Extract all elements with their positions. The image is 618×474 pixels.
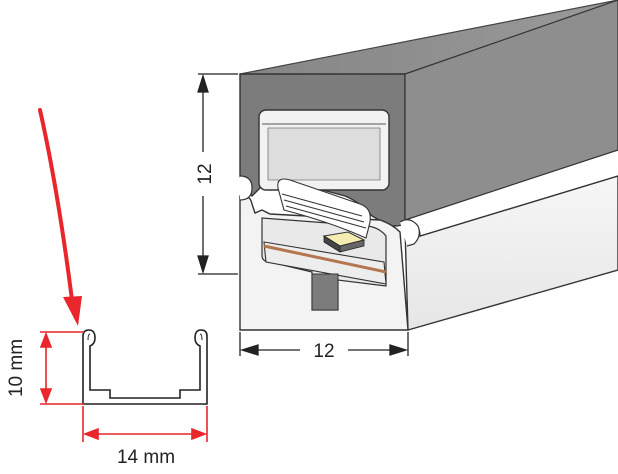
height-dimension [197, 73, 238, 275]
strip-window-inner-shade [267, 127, 381, 181]
strip-center-stem [311, 273, 339, 311]
aluminium-channel-profile [82, 329, 208, 405]
channel-height-dimension [39, 331, 84, 405]
strip-side-face [404, 0, 618, 221]
red-arrow-icon [38, 108, 82, 326]
channel-width-label: 14 mm [117, 447, 175, 468]
width-dimension [239, 332, 409, 356]
diffuser-ribs [277, 178, 371, 239]
width-dimension-label: 12 [313, 341, 334, 362]
channel-height-label: 10 mm [6, 339, 27, 397]
channel-width-dimension [82, 406, 208, 442]
strip-side-bulge [399, 219, 420, 247]
neon-strip-body [239, 0, 618, 331]
height-dimension-label: 12 [195, 163, 216, 184]
